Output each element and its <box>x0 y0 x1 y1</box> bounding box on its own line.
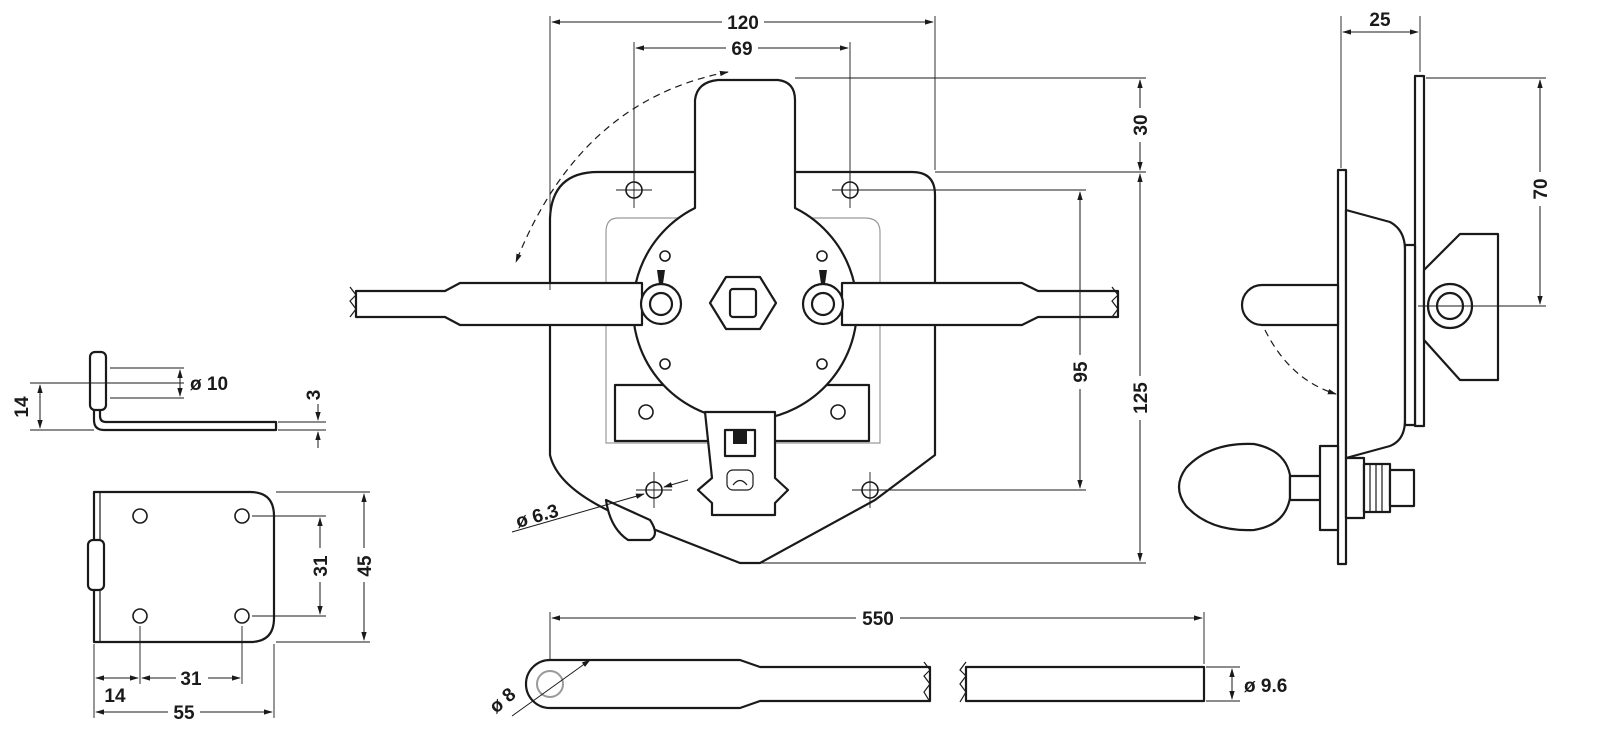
dim-bracket-height: 14 <box>12 396 33 418</box>
bracket-hole-right <box>830 404 846 420</box>
bracket-hole-4 <box>234 608 250 624</box>
rod-hole <box>536 670 564 698</box>
bracket-hole-2 <box>234 508 250 524</box>
bracket-plate <box>92 490 276 644</box>
bracket-hole-1 <box>132 508 148 524</box>
dim-bracket-edge: 14 <box>104 686 126 707</box>
dim-rod-length: 550 <box>862 609 894 630</box>
bracket-side-view: 14 ø 10 3 <box>12 350 326 448</box>
side-housing <box>1344 208 1407 460</box>
dim-rod-hole: ø 8 <box>486 684 521 718</box>
dim-bracket-hole-spacing-v: 31 <box>311 555 332 577</box>
plate-lower-tab <box>604 498 657 542</box>
bracket-hole-3 <box>132 608 148 624</box>
bracket-profile <box>92 354 278 432</box>
bracket-hole-left <box>638 404 654 420</box>
latch-body <box>696 410 790 517</box>
dim-rod-diameter: ø 9.6 <box>1244 676 1287 697</box>
rotation-arrow <box>515 70 729 263</box>
front-view-dimensions: 120 69 30 125 95 ø 6.3 <box>511 10 1152 564</box>
right-rod <box>840 281 1120 327</box>
dim-bracket-hole: ø 10 <box>190 374 228 395</box>
dim-bracket-height-total: 45 <box>355 555 376 577</box>
rod-view: 550 ø 9.6 ø 8 <box>486 606 1287 718</box>
dim-hole-spacing-top: 69 <box>731 39 752 60</box>
side-handle-plate <box>1413 74 1426 428</box>
left-rod <box>354 281 644 327</box>
rod-far-end <box>964 665 1206 703</box>
side-key-lock <box>1177 442 1292 532</box>
bracket-front-view: 31 45 31 14 55 <box>86 490 376 724</box>
dim-bracket-thickness: 3 <box>304 390 325 401</box>
rod-flat-end <box>524 658 932 710</box>
dim-bracket-width: 55 <box>173 703 195 724</box>
dim-side-depth: 25 <box>1369 10 1391 31</box>
side-plate <box>1336 168 1348 566</box>
dim-hole-diameter: ø 6.3 <box>514 501 561 533</box>
dim-bracket-hole-spacing-h: 31 <box>180 669 202 690</box>
dim-hole-spacing-vertical: 95 <box>1071 361 1092 383</box>
dim-overall-width: 120 <box>727 13 759 34</box>
dim-overall-height: 125 <box>1131 382 1152 414</box>
side-rod-stub <box>1240 283 1340 327</box>
dim-side-height: 70 <box>1531 178 1552 199</box>
side-view: 25 70 <box>1177 8 1552 566</box>
dim-top-offset: 30 <box>1131 114 1152 135</box>
front-view-lock <box>349 70 1120 565</box>
